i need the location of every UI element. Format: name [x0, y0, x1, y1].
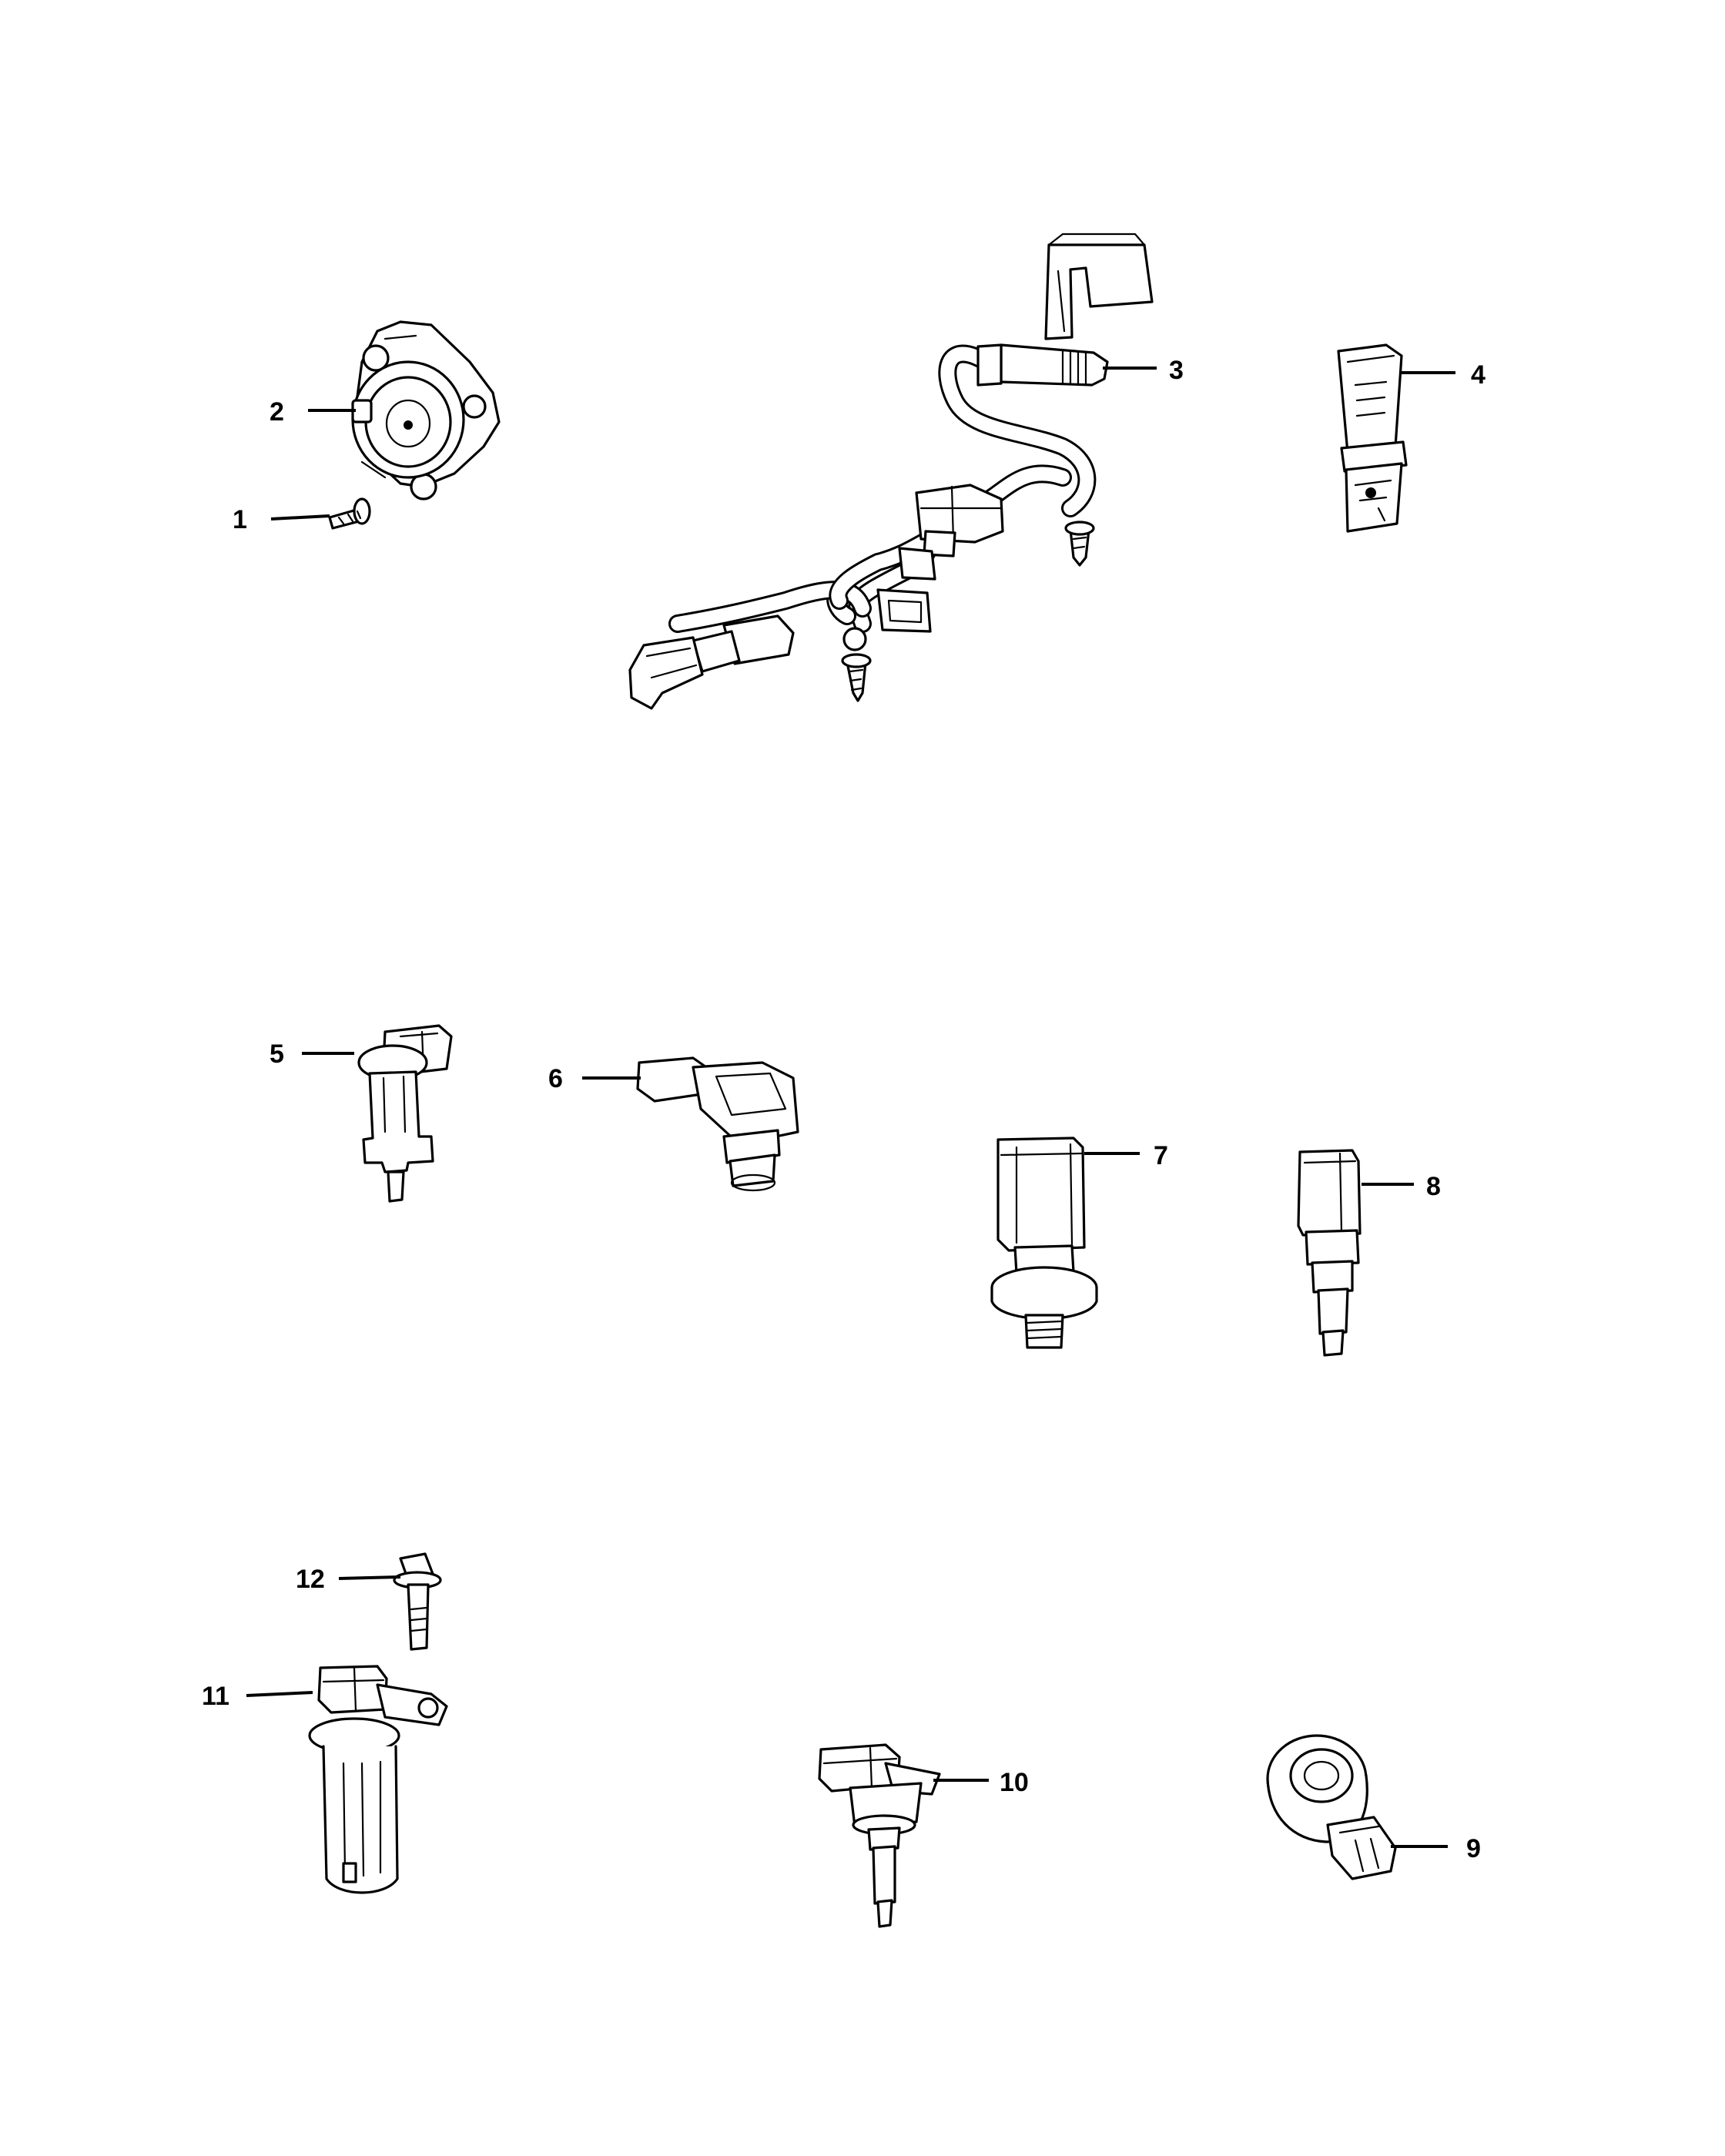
callout-3: 3: [1169, 356, 1184, 385]
callout-9: 9: [1466, 1834, 1481, 1863]
part-11-speed-sensor: [308, 1665, 448, 1894]
harness-middle-connector: [915, 484, 1004, 544]
leader-12: [338, 1575, 401, 1580]
callout-10: 10: [1000, 1768, 1029, 1797]
part-5-sensor: [357, 1024, 453, 1203]
part-8-temperature-sender: [1297, 1149, 1362, 1357]
part-9-knock-sensor: [1266, 1734, 1397, 1880]
callout-7: 7: [1154, 1141, 1168, 1170]
part-2-sensor-housing: [351, 320, 501, 500]
part-12-bolt: [393, 1552, 442, 1651]
callout-5: 5: [270, 1040, 284, 1069]
callout-1: 1: [233, 505, 247, 534]
callout-12: 12: [296, 1565, 325, 1594]
part-1-bolt: [328, 497, 371, 530]
leader-1: [270, 514, 330, 521]
part-3-wiring-harness: [628, 233, 1154, 710]
callout-2: 2: [270, 397, 284, 427]
part-6-pressure-sensor: [636, 1056, 799, 1192]
harness-top-connector: [1000, 343, 1109, 387]
callout-11: 11: [202, 1682, 229, 1711]
callout-6: 6: [548, 1064, 563, 1093]
part-10-probe-sensor: [818, 1743, 941, 1928]
leader-11: [246, 1691, 313, 1697]
callout-4: 4: [1471, 360, 1486, 390]
part-7-pressure-switch: [990, 1137, 1098, 1349]
harness-bracket: [1044, 243, 1154, 340]
part-4-temperature-sensor: [1337, 343, 1408, 533]
callout-8: 8: [1426, 1172, 1441, 1201]
